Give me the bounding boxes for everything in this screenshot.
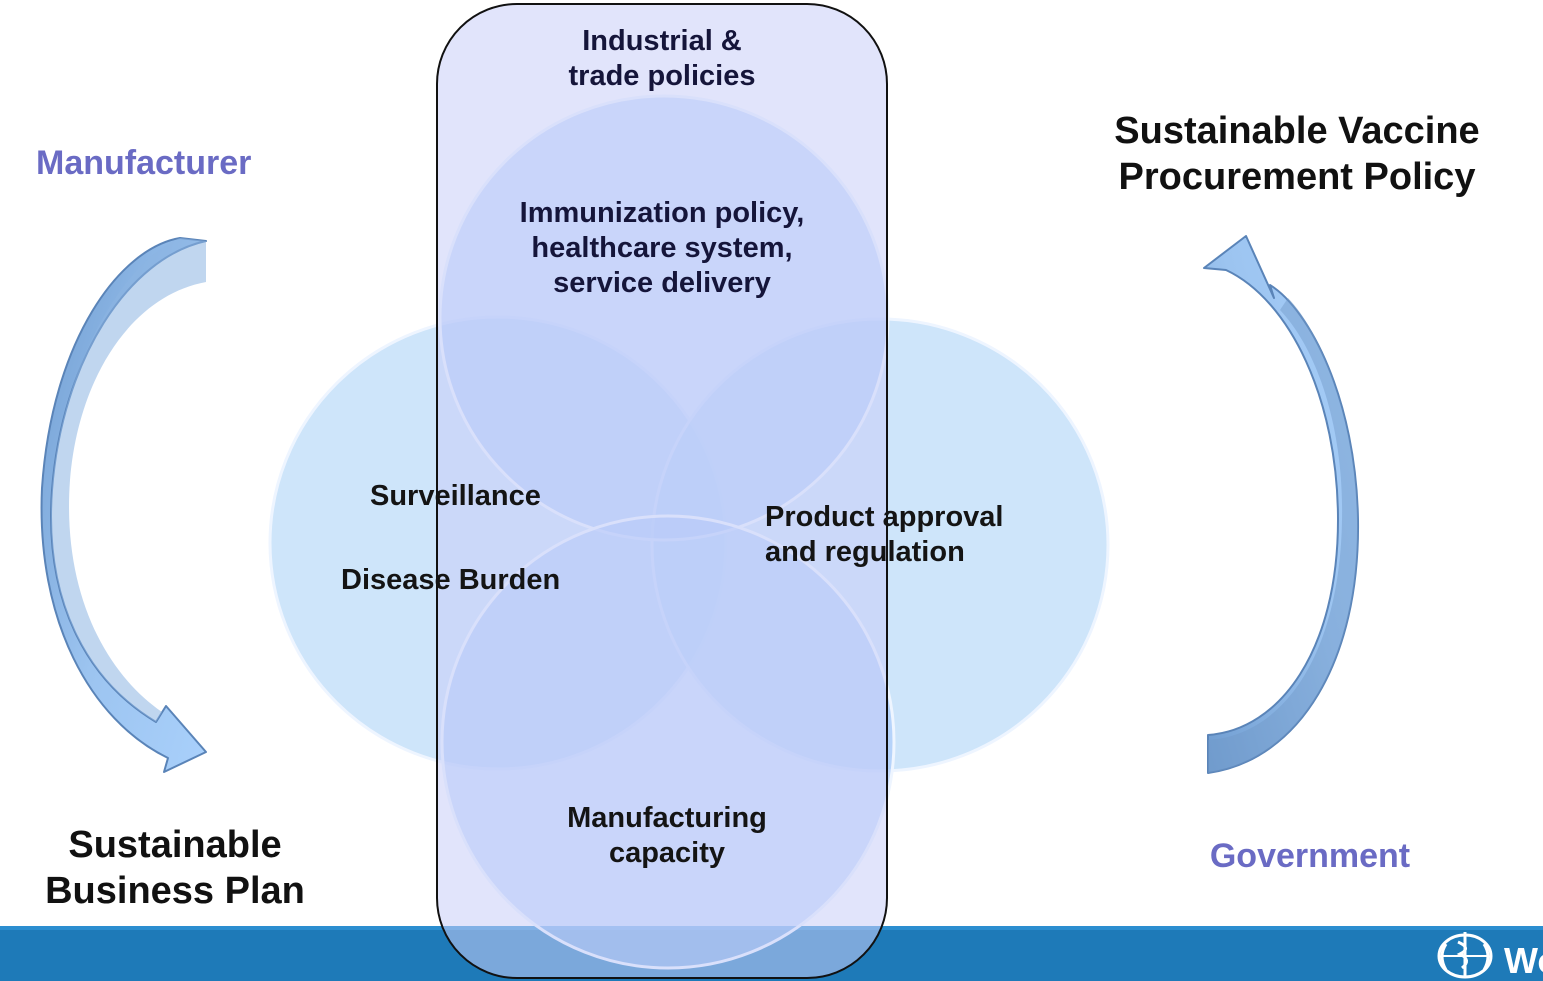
- right-curved-arrow: [1203, 235, 1360, 774]
- slide-title-fragment: [0, 0, 1543, 6]
- right-arrow-body: [1208, 298, 1359, 773]
- who-emblem-icon: [1437, 932, 1493, 979]
- who-logo-text: World: [1504, 940, 1543, 981]
- industrial-trade-label: Industrial & trade policies: [568, 25, 756, 92]
- industrial-trade-pill: [436, 3, 888, 979]
- who-logo: World: [1434, 926, 1543, 981]
- left-arrow-body: [51, 238, 206, 722]
- government-label: Government: [1209, 837, 1411, 875]
- manufacturer-label: Manufacturer: [36, 144, 252, 182]
- disease-burden-label: Disease Burden: [341, 564, 561, 596]
- manufacturing-capacity-label: Manufacturing capacity: [567, 802, 767, 869]
- immunization-label: Immunization policy, healthcare system, …: [519, 197, 805, 299]
- sustainable-procurement-policy-label: Sustainable Vaccine Procurement Policy: [1114, 110, 1480, 199]
- surveillance-label: Surveillance: [370, 480, 541, 512]
- product-approval-label: Product approval and regulation: [765, 501, 1004, 568]
- sustainable-business-plan-label: Sustainable Business Plan: [45, 824, 305, 913]
